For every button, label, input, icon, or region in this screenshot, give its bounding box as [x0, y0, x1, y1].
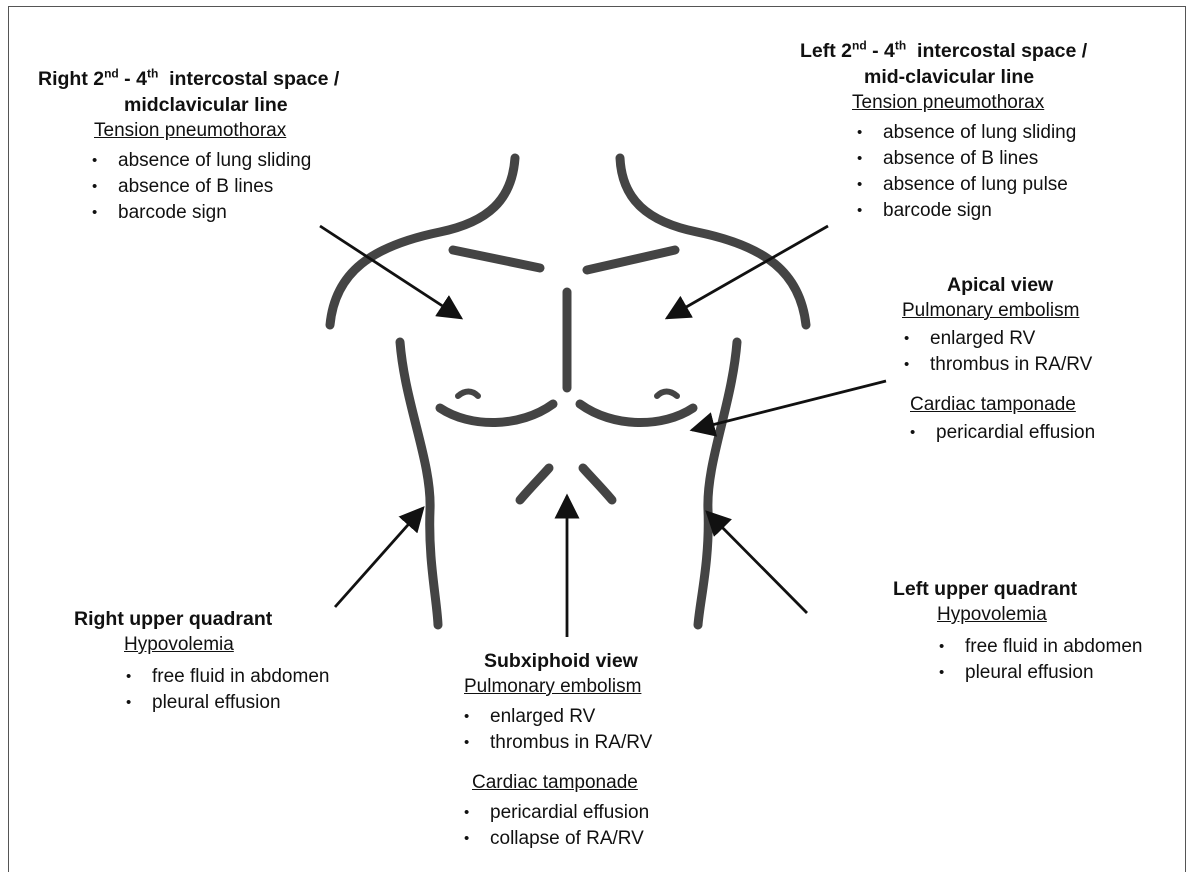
subxiphoid-findings-2: pericardial effusion collapse of RA/RV: [462, 800, 722, 852]
list-item: pleural effusion: [937, 660, 1183, 686]
right-upper-quadrant-annotation: Right upper quadrant Hypovolemia free fl…: [74, 606, 394, 716]
right-upper-quadrant-heading: Right upper quadrant: [74, 606, 394, 632]
nipple-left: [657, 392, 677, 397]
pectoral-left: [580, 404, 693, 423]
right-upper-quadrant-findings: free fluid in abdomen pleural effusion: [124, 664, 394, 716]
subxiphoid-condition-1: Pulmonary embolism: [462, 674, 722, 700]
list-item: absence of B lines: [855, 146, 1180, 172]
right-chest-annotation: Right 2nd - 4th intercostal space / midc…: [38, 66, 418, 226]
torso-right-flank: [400, 342, 438, 625]
list-item: free fluid in abdomen: [937, 634, 1183, 660]
subxiphoid-condition-2: Cardiac tamponade: [462, 770, 722, 796]
list-item: enlarged RV: [462, 704, 722, 730]
list-item: pericardial effusion: [462, 800, 722, 826]
arrow-right-chest: [320, 226, 461, 318]
torso-left-shoulder: [620, 158, 806, 325]
left-upper-quadrant-heading: Left upper quadrant: [893, 576, 1183, 602]
apical-findings-2: pericardial effusion: [908, 420, 1172, 446]
torso-left-flank: [698, 342, 737, 625]
nipple-right: [458, 392, 478, 397]
left-upper-quadrant-annotation: Left upper quadrant Hypovolemia free flu…: [893, 576, 1183, 686]
right-chest-heading: Right 2nd - 4th intercostal space /: [38, 66, 418, 92]
right-chest-findings: absence of lung sliding absence of B lin…: [90, 148, 418, 226]
list-item: thrombus in RA/RV: [902, 352, 1172, 378]
list-item: enlarged RV: [902, 326, 1172, 352]
apical-condition-2: Cardiac tamponade: [902, 392, 1172, 418]
left-upper-quadrant-condition: Hypovolemia: [893, 602, 1183, 628]
subxiphoid-findings-1: enlarged RV thrombus in RA/RV: [462, 704, 722, 756]
apical-view-heading: Apical view: [902, 272, 1172, 298]
pectoral-right: [440, 404, 553, 423]
list-item: absence of B lines: [90, 174, 418, 200]
subxiphoid-view-annotation: Subxiphoid view Pulmonary embolism enlar…: [462, 648, 722, 852]
right-chest-condition: Tension pneumothorax: [38, 118, 418, 144]
subxiphoid-view-heading: Subxiphoid view: [462, 648, 722, 674]
list-item: collapse of RA/RV: [462, 826, 722, 852]
list-item: thrombus in RA/RV: [462, 730, 722, 756]
arrow-right-upper-quadrant: [335, 508, 423, 607]
left-chest-findings: absence of lung sliding absence of B lin…: [855, 120, 1180, 224]
apical-condition-1: Pulmonary embolism: [902, 298, 1172, 324]
left-chest-annotation: Left 2nd - 4th intercostal space / mid-c…: [800, 38, 1180, 224]
left-chest-heading-line2: mid-clavicular line: [800, 64, 1180, 90]
list-item: barcode sign: [90, 200, 418, 226]
apical-findings-1: enlarged RV thrombus in RA/RV: [902, 326, 1172, 378]
list-item: pericardial effusion: [908, 420, 1172, 446]
clavicle-right: [453, 250, 540, 268]
arrow-apical: [692, 381, 886, 430]
list-item: free fluid in abdomen: [124, 664, 394, 690]
apical-view-annotation: Apical view Pulmonary embolism enlarged …: [902, 272, 1172, 446]
costal-right: [520, 468, 549, 500]
list-item: absence of lung pulse: [855, 172, 1180, 198]
left-upper-quadrant-findings: free fluid in abdomen pleural effusion: [937, 634, 1183, 686]
left-chest-condition: Tension pneumothorax: [800, 90, 1180, 116]
clavicle-left: [587, 250, 675, 270]
list-item: absence of lung sliding: [855, 120, 1180, 146]
right-upper-quadrant-condition: Hypovolemia: [74, 632, 394, 658]
right-chest-heading-line2: midclavicular line: [38, 92, 418, 118]
list-item: barcode sign: [855, 198, 1180, 224]
left-chest-heading: Left 2nd - 4th intercostal space /: [800, 38, 1180, 64]
list-item: pleural effusion: [124, 690, 394, 716]
arrow-left-upper-quadrant: [707, 512, 807, 613]
costal-left: [583, 468, 612, 500]
list-item: absence of lung sliding: [90, 148, 418, 174]
